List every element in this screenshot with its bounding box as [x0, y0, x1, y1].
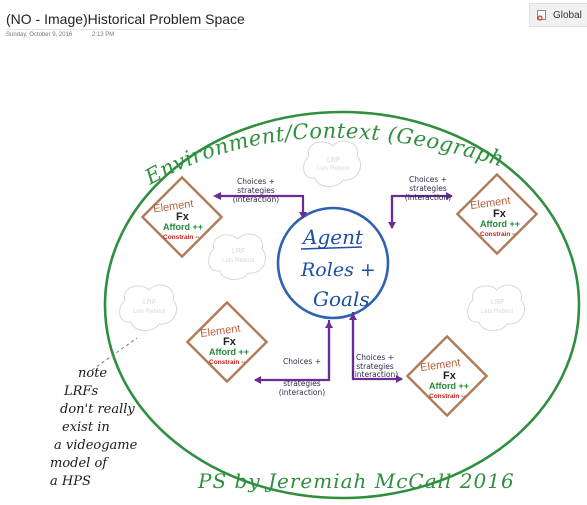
element-title: Element	[420, 357, 462, 375]
page-date: Sunday, October 9, 2016	[6, 32, 73, 38]
element-top-right: Element Fx Afford ++ Constrain --	[455, 172, 539, 256]
agent-title-underline	[300, 246, 363, 250]
element-constrain: Constrain --	[429, 393, 465, 400]
element-afford: Afford ++	[209, 347, 249, 357]
svg-text:model of: model of	[50, 456, 109, 471]
signature: PS by Jeremiah McCall 2016	[197, 469, 515, 493]
svg-text:note: note	[78, 366, 107, 381]
svg-text:LRF: LRF	[143, 299, 156, 306]
svg-text:don't really: don't really	[60, 402, 135, 417]
element-title: Element	[470, 195, 512, 213]
interaction-arrow-top-left	[220, 194, 307, 219]
svg-text:a videogame: a videogame	[54, 438, 138, 453]
svg-text:strategies: strategies	[237, 186, 275, 195]
arrow-label-bottom-left: Choices + strategies (interaction)	[279, 357, 325, 397]
svg-text:a HPS: a HPS	[50, 474, 91, 489]
svg-text:(interaction): (interaction)	[405, 193, 451, 202]
element-afford: Afford ++	[429, 381, 469, 391]
title-divider	[6, 29, 238, 30]
element-bottom-left: Element Fx Afford ++ Constrain --	[185, 300, 269, 384]
element-constrain: Constrain --	[480, 231, 516, 238]
element-fx: Fx	[223, 336, 237, 348]
handwritten-note: note LRFs don't really exist in a videog…	[50, 366, 138, 489]
agent-goals: Goals	[313, 287, 370, 311]
element-bottom-right: Element Fx Afford ++ Constrain --	[405, 334, 489, 418]
element-constrain: Constrain --	[163, 234, 199, 241]
svg-text:LRF: LRF	[327, 157, 340, 164]
svg-text:Lets Reboot: Lets Reboot	[481, 309, 514, 315]
element-constrain: Constrain --	[209, 359, 245, 366]
svg-text:strategies: strategies	[356, 362, 394, 371]
arrow-label-bottom-right: Choices + strategies (interaction)	[352, 353, 398, 379]
element-fx: Fx	[443, 370, 457, 382]
element-afford: Afford ++	[163, 222, 203, 232]
svg-text:strategies: strategies	[409, 184, 447, 193]
watermark-lrf-1: LRF Lets Reboot	[303, 140, 362, 188]
watermark-lrf-4: LRF Lets Reboot	[467, 284, 526, 332]
arrow-label-top-left: Choices + strategies (interaction)	[233, 177, 279, 204]
svg-text:(interaction): (interaction)	[279, 388, 325, 397]
environment-label: Environment/Context (Geography + History…	[0, 0, 507, 190]
svg-text:exist in: exist in	[62, 420, 110, 435]
svg-text:Lets Reboot: Lets Reboot	[133, 309, 166, 315]
interaction-arrow-top-right	[388, 192, 453, 229]
arrow-label-top-right: Choices + strategies (interaction)	[405, 175, 451, 202]
svg-text:Lets Reboot: Lets Reboot	[317, 166, 350, 172]
arrowhead-top-left-start	[213, 192, 221, 200]
element-fx: Fx	[493, 208, 507, 220]
svg-text:LRFs: LRFs	[63, 384, 98, 399]
svg-text:Lets Reboot: Lets Reboot	[222, 258, 255, 264]
element-title: Element	[153, 198, 195, 216]
agent-roles: Roles +	[300, 259, 376, 281]
svg-text:Choices +: Choices +	[237, 177, 275, 186]
agent-title: Agent	[301, 225, 364, 249]
element-top-left: Element Fx Afford ++ Constrain --	[140, 175, 224, 259]
global-label: Global	[553, 9, 582, 21]
page-metadata: Sunday, October 9, 2016 2:13 PM	[6, 32, 132, 38]
page-time: 2:13 PM	[91, 32, 115, 38]
global-button[interactable]: Global	[529, 3, 587, 27]
interaction-arrow-bottom-left	[254, 320, 333, 384]
agent-circle	[276, 206, 390, 320]
element-title: Element	[200, 323, 242, 341]
svg-text:(interaction): (interaction)	[233, 195, 279, 204]
svg-text:(interaction): (interaction)	[352, 370, 398, 379]
watermark-lrf-3: LRF Lets Reboot	[119, 284, 178, 332]
page-title: (NO - Image)Historical Problem Space	[6, 11, 245, 27]
svg-text:strategies: strategies	[283, 379, 321, 388]
watermark-lrf-2: LRF Lets Reboot	[208, 233, 267, 281]
svg-text:LRF: LRF	[491, 299, 504, 306]
global-page-icon	[537, 9, 548, 21]
environment-ellipse	[103, 110, 581, 500]
element-afford: Afford ++	[480, 219, 520, 229]
svg-text:LRF: LRF	[232, 248, 245, 255]
svg-text:Choices +: Choices +	[356, 353, 394, 362]
element-fx: Fx	[176, 211, 190, 223]
svg-text:Choices +: Choices +	[283, 357, 321, 366]
svg-text:Choices +: Choices +	[409, 175, 447, 184]
interaction-arrow-bottom-right	[349, 312, 403, 383]
